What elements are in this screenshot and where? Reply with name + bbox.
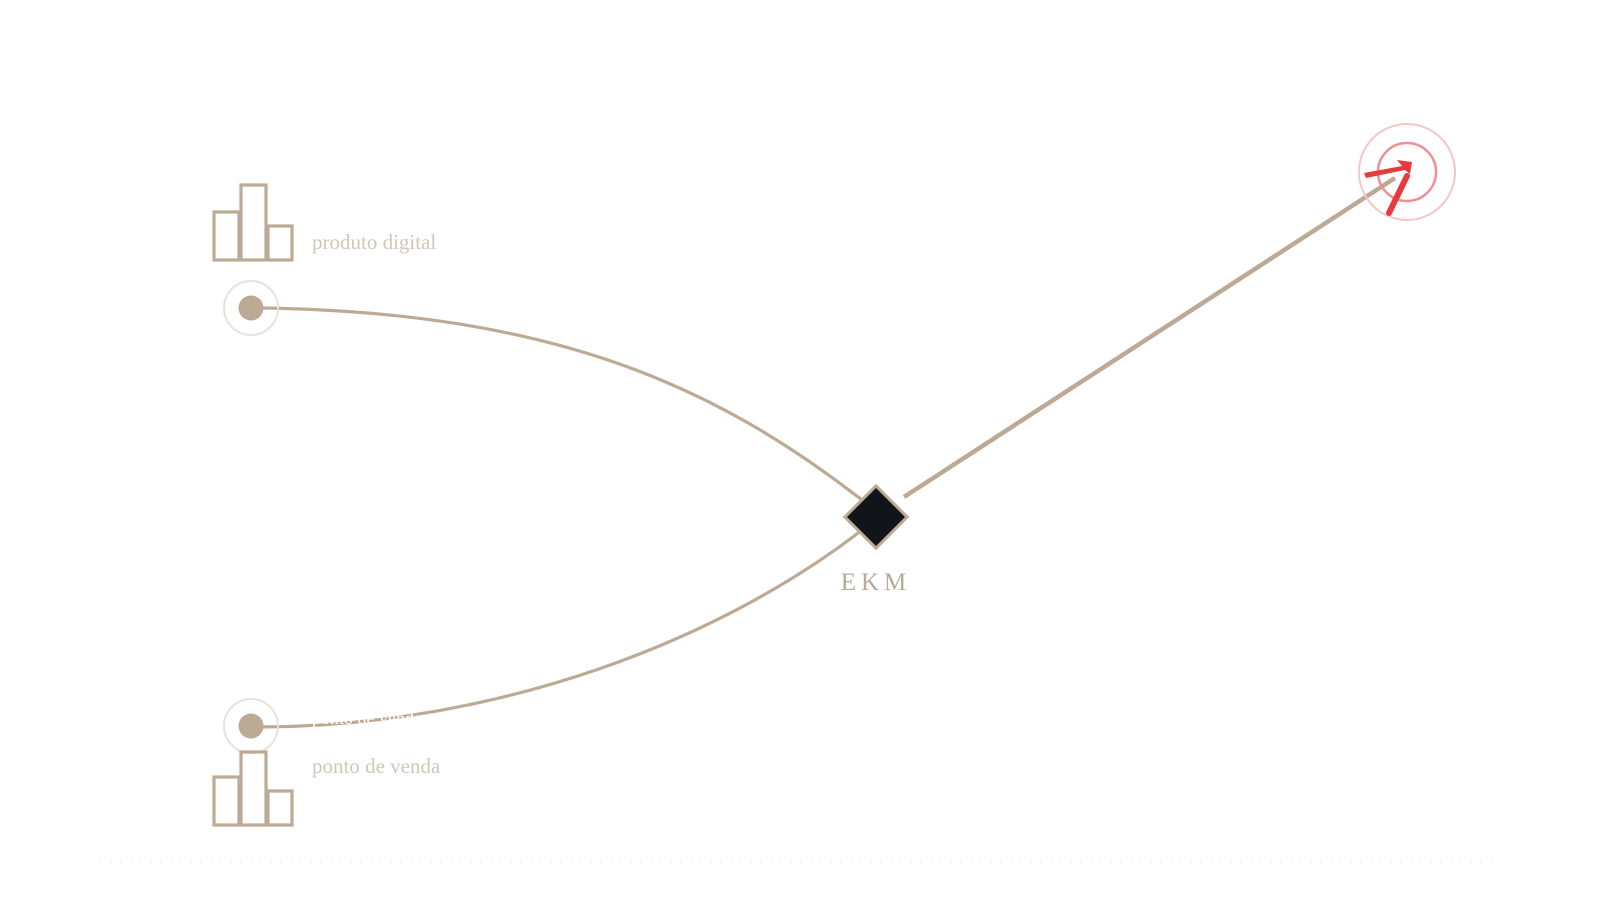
target-outer-ring <box>1358 123 1456 221</box>
source-label: produto digital <box>312 230 436 254</box>
connector-target <box>902 176 1397 499</box>
source-label: ponto de venda <box>312 754 441 778</box>
source-port-dot <box>238 295 264 321</box>
hub-node[interactable]: EKM <box>841 483 912 596</box>
bar-chart-icon <box>212 750 294 827</box>
source-port-ring <box>223 280 279 336</box>
source-port-dot <box>238 713 264 739</box>
target-arrow-icon <box>1364 160 1412 216</box>
source-node-pos[interactable]: ponto de venda <box>212 698 441 827</box>
connector-bottom <box>259 528 863 729</box>
bar-chart-icon <box>212 183 294 262</box>
hub-diamond <box>842 483 910 551</box>
connector-top <box>259 306 863 502</box>
hub-label: EKM <box>841 569 912 596</box>
target-node[interactable] <box>1358 123 1456 221</box>
hidden-label: ponto de venda <box>312 708 422 728</box>
source-node-digital[interactable]: produto digital <box>212 183 436 336</box>
